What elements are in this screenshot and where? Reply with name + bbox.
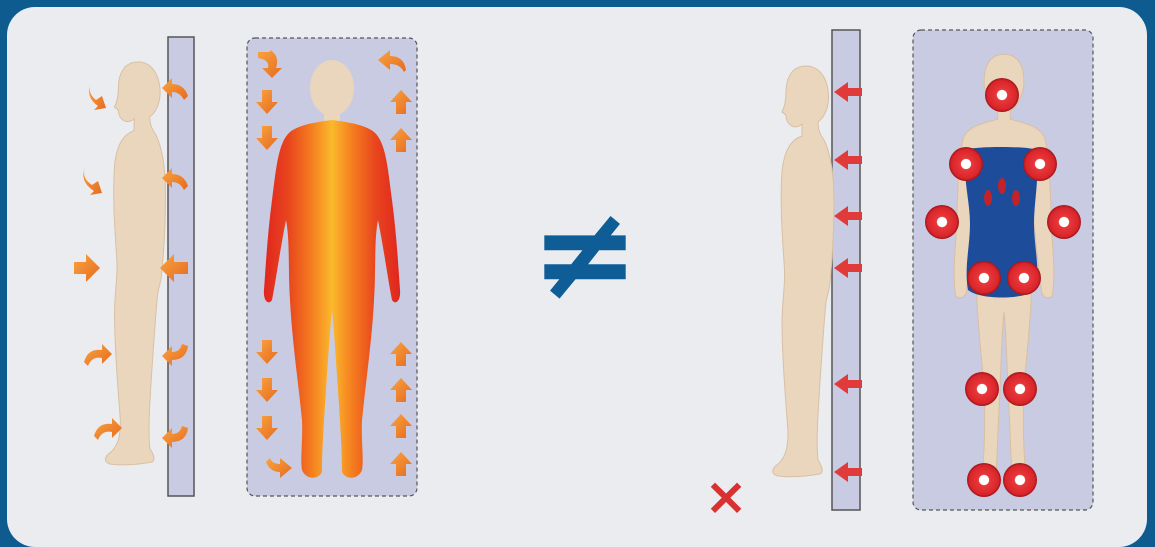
person-side-silhouette xyxy=(105,62,165,465)
person-neck xyxy=(324,108,340,122)
not-equal-symbol: ≠ xyxy=(531,177,640,329)
back-view-heat-distribution xyxy=(247,38,417,496)
back-view-pressure-points xyxy=(913,30,1093,510)
person-head xyxy=(310,60,354,116)
diagram-frame: ≠ × xyxy=(7,7,1147,547)
side-view-point-pressure: × xyxy=(704,30,862,527)
cross-mark-icon: × xyxy=(704,467,748,527)
comparison-diagram: ≠ × xyxy=(7,7,1147,541)
side-view-uniform-support xyxy=(74,37,194,496)
not-equal-sign: ≠ xyxy=(531,177,640,329)
person-side-silhouette xyxy=(773,66,834,477)
